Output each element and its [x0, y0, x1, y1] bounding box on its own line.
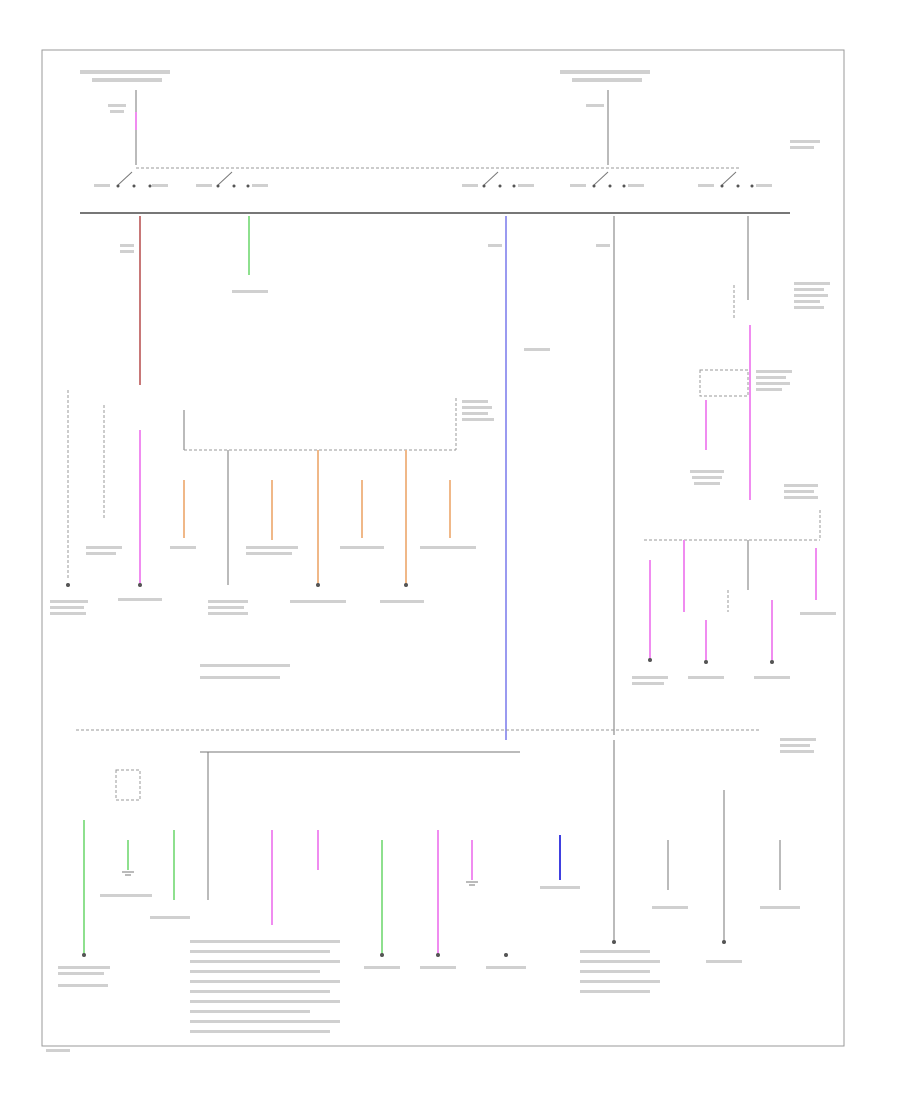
diagram-footnote	[46, 1049, 70, 1052]
ignition-switch-icon	[94, 171, 168, 188]
top-right-source	[560, 70, 820, 165]
top-left-source	[80, 70, 170, 165]
right-fuse-block	[632, 484, 836, 685]
green-branch-wire	[232, 216, 268, 293]
left-fuse-block	[50, 390, 494, 679]
ground-icon	[122, 871, 134, 876]
diagram-frame	[41, 49, 845, 1047]
far-right-feed	[690, 216, 830, 500]
ignition-switch-icon	[698, 171, 772, 188]
lower-distribution-row	[58, 729, 816, 1033]
ignition-switch-icon	[570, 171, 644, 188]
ignition-switch-icon	[462, 171, 534, 188]
ignition-switch-icon	[196, 171, 268, 188]
ground-icon	[466, 881, 478, 886]
right-black-feed	[596, 216, 615, 735]
ignition-switch-row	[94, 167, 772, 188]
red-feed-wire	[120, 216, 141, 385]
blue-feed-wire	[488, 216, 550, 740]
